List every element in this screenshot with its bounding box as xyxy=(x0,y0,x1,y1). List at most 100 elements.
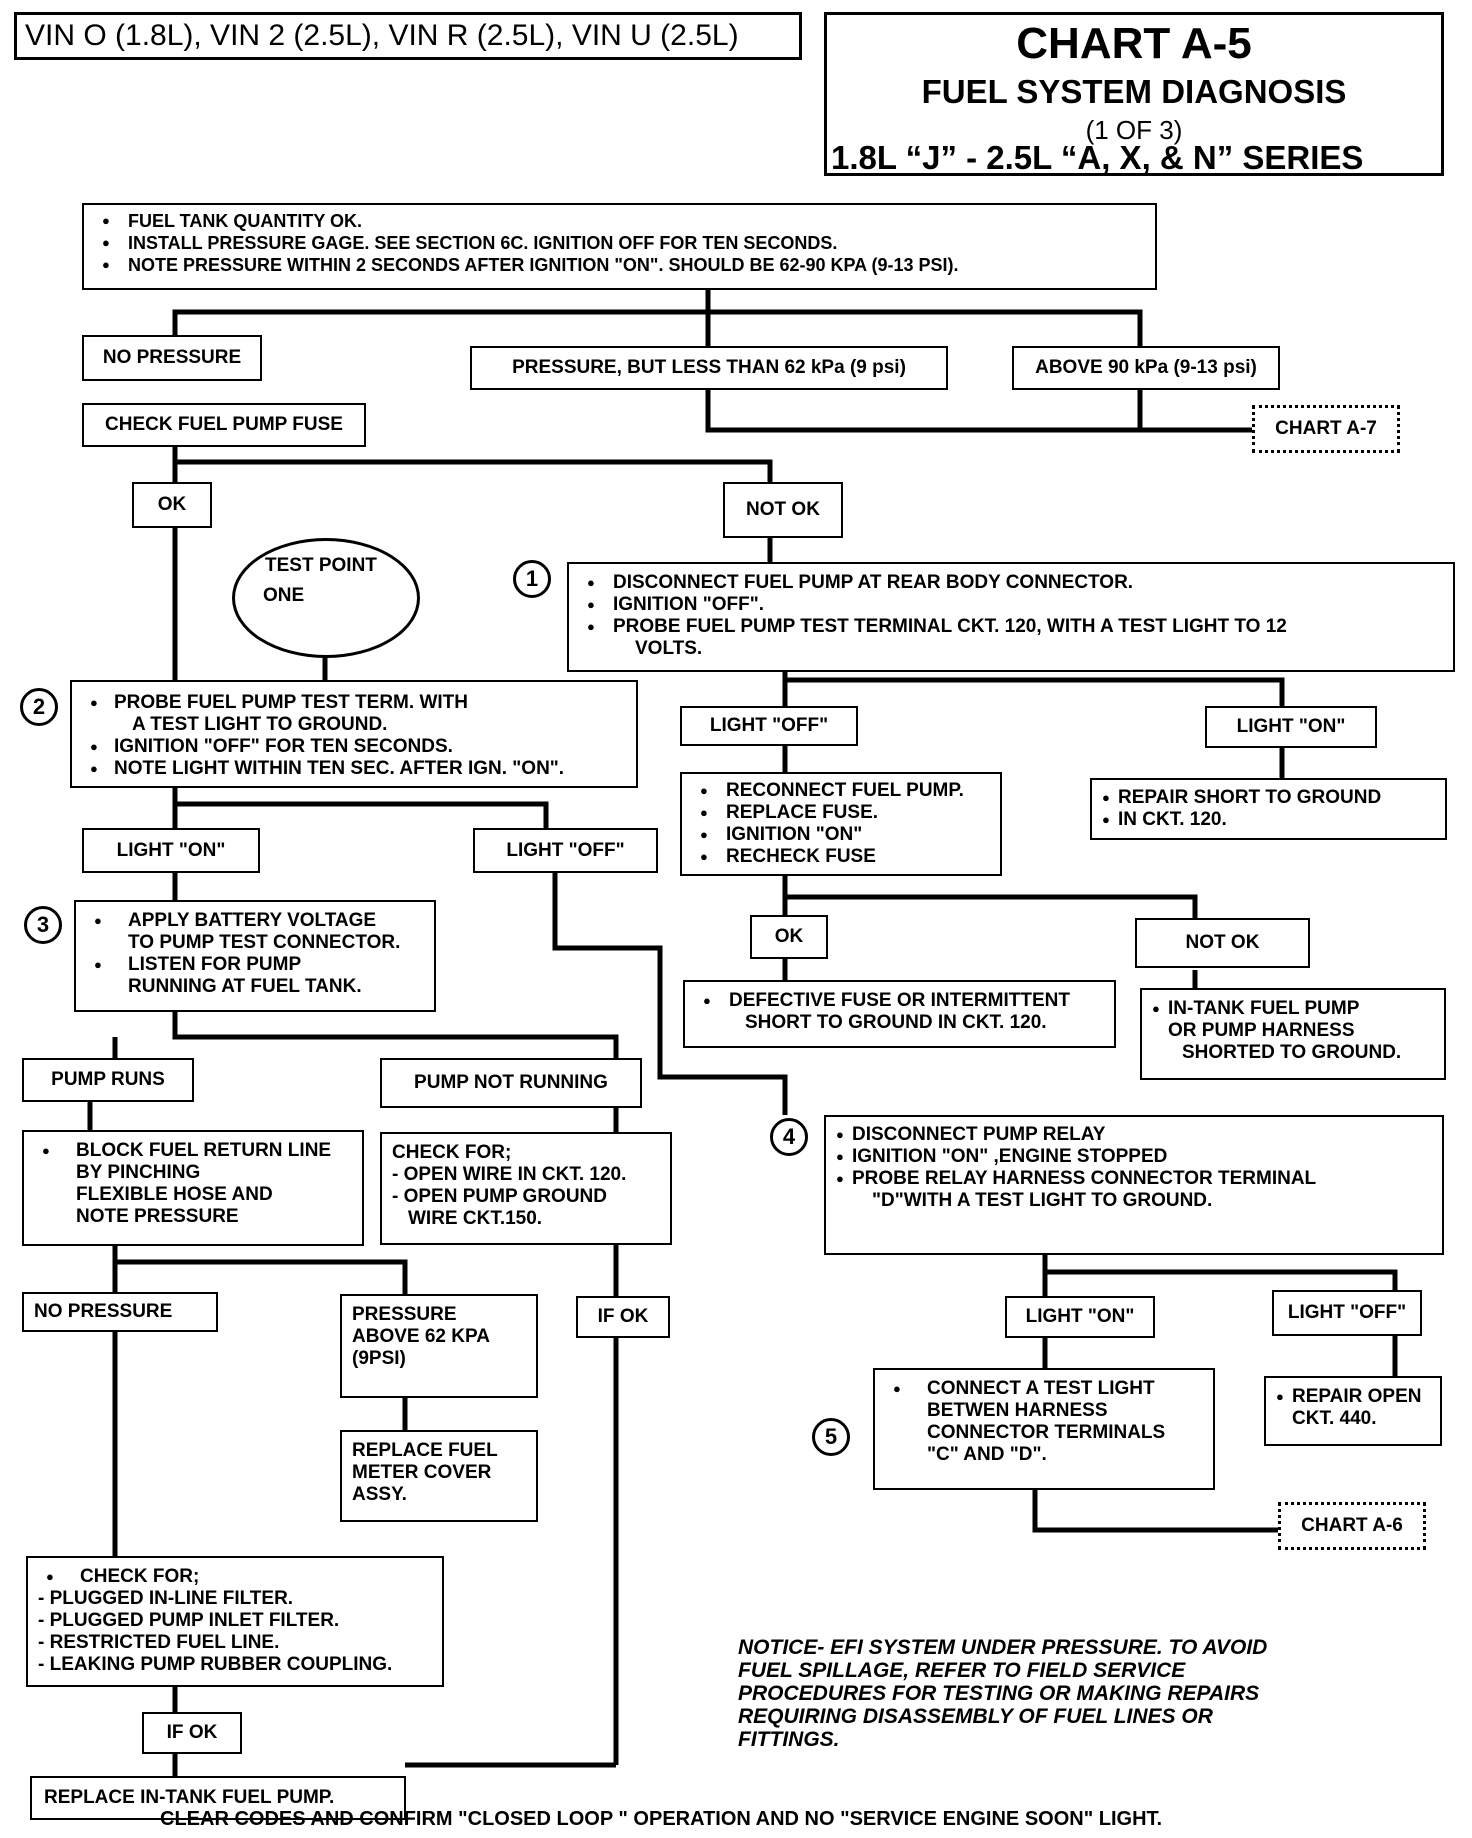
final-check-item: - PLUGGED PUMP INLET FILTER. xyxy=(38,1610,340,1631)
step1-light-off-label: LIGHT "OFF" xyxy=(680,706,858,746)
reconnect-item: RECHECK FUSE xyxy=(692,846,990,868)
check-fuse-box: CHECK FUEL PUMP FUSE xyxy=(82,403,366,447)
pressure-line: ABOVE 62 KPA xyxy=(352,1326,490,1347)
start-item: NOTE PRESSURE WITHIN 2 SECONDS AFTER IGN… xyxy=(94,254,1145,276)
test-point-line: TEST POINT xyxy=(265,555,377,576)
vin-applicability-box: VIN O (1.8L), VIN 2 (2.5L), VIN R (2.5L)… xyxy=(14,12,802,60)
above-90-label: ABOVE 90 kPa (9-13 psi) xyxy=(1012,346,1280,390)
block-return-line-box: BLOCK FUEL RETURN LINE BY PINCHING FLEXI… xyxy=(22,1130,364,1246)
pump-runs-label: PUMP RUNS xyxy=(22,1058,194,1102)
checkfor-line: - OPEN WIRE IN CKT. 120. xyxy=(392,1164,627,1185)
step3-item-continued: RUNNING AT FUEL TANK. xyxy=(128,976,362,997)
step1-item: DISCONNECT FUEL PUMP AT REAR BODY CONNEC… xyxy=(579,572,1443,594)
step1-item-continued: VOLTS. xyxy=(635,638,703,659)
chart-page: (1 OF 3) xyxy=(1085,115,1183,145)
step3-item: LISTEN FOR PUMP xyxy=(86,954,424,976)
final-check-title: CHECK FOR; xyxy=(38,1566,432,1588)
pump-not-running-label: PUMP NOT RUNNING xyxy=(380,1058,642,1108)
step-number-5: 5 xyxy=(812,1418,850,1456)
reconnect-pump-box: RECONNECT FUEL PUMP. REPLACE FUSE. IGNIT… xyxy=(680,772,1002,876)
step2-item: PROBE FUEL PUMP TEST TERM. WITH xyxy=(82,692,626,714)
intank-line: IN-TANK FUEL PUMP xyxy=(1152,998,1434,1020)
repair-open-line: CKT. 440. xyxy=(1292,1408,1377,1429)
checkfor-line: - OPEN PUMP GROUND xyxy=(392,1186,608,1207)
step3-instructions-box: APPLY BATTERY VOLTAGE TO PUMP TEST CONNE… xyxy=(74,900,436,1012)
step1-light-on-label: LIGHT "ON" xyxy=(1205,706,1377,748)
repair-open-line: REPAIR OPEN xyxy=(1276,1386,1430,1408)
replace-meter-line: REPLACE FUEL xyxy=(352,1440,498,1461)
step1-instructions-box: DISCONNECT FUEL PUMP AT REAR BODY CONNEC… xyxy=(567,562,1455,672)
efi-pressure-notice: NOTICE- EFI SYSTEM UNDER PRESSURE. TO AV… xyxy=(738,1636,1268,1751)
block-line: BLOCK FUEL RETURN LINE xyxy=(34,1140,352,1162)
chart-title-block: CHART A-5 FUEL SYSTEM DIAGNOSIS (1 OF 3)… xyxy=(824,12,1444,176)
reconnect-item: REPLACE FUSE. xyxy=(692,802,990,824)
defective-line: SHORT TO GROUND IN CKT. 120. xyxy=(745,1012,1047,1033)
chart-title: CHART A-5 xyxy=(1016,19,1252,68)
pressure-line: PRESSURE xyxy=(352,1304,457,1325)
step5-line: CONNECT A TEST LIGHT xyxy=(885,1378,1203,1400)
no-pressure-label: NO PRESSURE xyxy=(82,335,262,381)
replace-meter-line: METER COVER xyxy=(352,1462,492,1483)
recheck-not-ok-label: NOT OK xyxy=(1135,918,1310,968)
step2-item-continued: A TEST LIGHT TO GROUND. xyxy=(132,714,388,735)
replace-meter-line: ASSY. xyxy=(352,1484,407,1505)
step5-instructions-box: CONNECT A TEST LIGHT BETWEN HARNESS CONN… xyxy=(873,1368,1215,1490)
pressure-low-label: PRESSURE, BUT LESS THAN 62 kPa (9 psi) xyxy=(470,346,948,390)
repair-short-line: IN CKT. 120. xyxy=(1102,809,1435,831)
step4-instructions-box: DISCONNECT PUMP RELAY IGNITION "ON" ,ENG… xyxy=(824,1115,1444,1255)
repair-short-line: REPAIR SHORT TO GROUND xyxy=(1102,787,1435,809)
reconnect-item: RECONNECT FUEL PUMP. xyxy=(692,780,990,802)
step1-item: IGNITION "OFF". xyxy=(579,594,1443,616)
final-check-item: - PLUGGED IN-LINE FILTER. xyxy=(38,1588,294,1609)
step-number-4: 4 xyxy=(770,1118,808,1156)
pressure-above-62-box: PRESSURE ABOVE 62 KPA (9PSI) xyxy=(340,1294,538,1398)
step2-item: IGNITION "OFF" FOR TEN SECONDS. xyxy=(82,736,626,758)
start-item: INSTALL PRESSURE GAGE. SEE SECTION 6C. I… xyxy=(94,232,1145,254)
connector xyxy=(782,670,1285,706)
intank-line: OR PUMP HARNESS xyxy=(1168,1020,1355,1041)
clear-codes-footer: CLEAR CODES AND CONFIRM "CLOSED LOOP " O… xyxy=(160,1808,1163,1830)
fuse-ok-label: OK xyxy=(132,482,212,528)
chart-a7-reference: CHART A-7 xyxy=(1252,405,1400,453)
step5-line: CONNECTOR TERMINALS xyxy=(927,1422,1166,1443)
checkfor-title: CHECK FOR; xyxy=(392,1142,512,1163)
start-instructions-box: FUEL TANK QUANTITY OK. INSTALL PRESSURE … xyxy=(82,203,1157,290)
step-number-1: 1 xyxy=(513,560,551,598)
no-pressure-result-label: NO PRESSURE xyxy=(22,1292,218,1332)
step-number-3: 3 xyxy=(24,906,62,944)
block-line: BY PINCHING xyxy=(76,1162,201,1183)
step4-item-continued: "D"WITH A TEST LIGHT TO GROUND. xyxy=(872,1190,1213,1211)
if-ok-label: IF OK xyxy=(576,1296,670,1338)
final-check-box: CHECK FOR; - PLUGGED IN-LINE FILTER. - P… xyxy=(26,1556,444,1687)
step4-item: PROBE RELAY HARNESS CONNECTOR TERMINAL xyxy=(836,1168,1432,1190)
step4-item: IGNITION "ON" ,ENGINE STOPPED xyxy=(836,1146,1432,1168)
replace-meter-cover-box: REPLACE FUEL METER COVER ASSY. xyxy=(340,1430,538,1522)
test-point-line: ONE xyxy=(263,585,305,606)
step2-light-on-label: LIGHT "ON" xyxy=(82,828,260,873)
start-item: FUEL TANK QUANTITY OK. xyxy=(94,210,1145,232)
step4-light-off-label: LIGHT "OFF" xyxy=(1272,1290,1422,1336)
connector xyxy=(552,873,788,1115)
check-open-wire-box: CHECK FOR; - OPEN WIRE IN CKT. 120. - OP… xyxy=(380,1132,672,1245)
fuse-not-ok-label: NOT OK xyxy=(723,482,843,538)
block-line: FLEXIBLE HOSE AND xyxy=(76,1184,273,1205)
final-if-ok-label: IF OK xyxy=(142,1712,242,1754)
intank-pump-shorted-box: IN-TANK FUEL PUMP OR PUMP HARNESS SHORTE… xyxy=(1140,988,1446,1080)
connector xyxy=(705,390,1143,433)
step4-item: DISCONNECT PUMP RELAY xyxy=(836,1124,1432,1146)
block-line: NOTE PRESSURE xyxy=(76,1206,239,1227)
checkfor-line: WIRE CKT.150. xyxy=(408,1208,543,1229)
step-number-2: 2 xyxy=(20,688,58,726)
chart-a6-reference: CHART A-6 xyxy=(1278,1502,1426,1550)
connector xyxy=(175,459,773,482)
step1-item: PROBE FUEL PUMP TEST TERMINAL CKT. 120, … xyxy=(579,616,1443,638)
reconnect-item: IGNITION "ON" xyxy=(692,824,990,846)
defective-fuse-box: DEFECTIVE FUSE OR INTERMITTENT SHORT TO … xyxy=(683,980,1116,1048)
intank-line: SHORTED TO GROUND. xyxy=(1182,1042,1402,1063)
replace-pump-box: REPLACE IN-TANK FUEL PUMP. xyxy=(30,1776,406,1820)
step2-light-off-label: LIGHT "OFF" xyxy=(473,828,658,873)
pressure-line: (9PSI) xyxy=(352,1348,406,1369)
connector xyxy=(112,1246,408,1294)
